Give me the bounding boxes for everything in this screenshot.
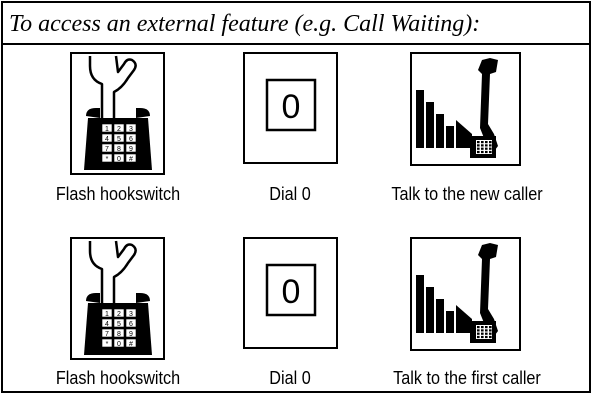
handset-talk-icon [416, 243, 498, 343]
keypad-key: 2 [113, 123, 125, 133]
svg-text:9: 9 [129, 331, 133, 338]
svg-text:9: 9 [129, 146, 133, 153]
svg-text:0: 0 [117, 341, 121, 348]
talk-tile-1 [410, 52, 521, 166]
flash-hookswitch-tile-2: 1 2 3 4 5 6 7 8 9 * 0 # [70, 237, 165, 360]
svg-text:#: # [129, 341, 133, 348]
svg-text:6: 6 [129, 321, 133, 328]
keypad-key: * [101, 338, 113, 348]
step-caption: Dial 0 [269, 184, 311, 204]
svg-text:1: 1 [105, 126, 109, 133]
keypad-key: 4 [101, 318, 113, 328]
svg-text:3: 3 [129, 126, 133, 133]
flash-hookswitch-tile-1: 1 2 3 4 5 6 7 8 9 * 0 # [70, 52, 165, 175]
dial-zero-key-icon: 0 [265, 263, 317, 317]
dial-zero-tile-1: 0 [243, 52, 338, 164]
keypad-key: 3 [125, 308, 137, 318]
keypad-key: 9 [125, 143, 137, 153]
svg-text:2: 2 [117, 126, 121, 133]
keypad-key: 9 [125, 328, 137, 338]
keypad-key: 5 [113, 318, 125, 328]
panel-title: To access an external feature (e.g. Call… [3, 3, 589, 45]
svg-text:8: 8 [117, 331, 121, 338]
svg-text:0: 0 [282, 273, 301, 311]
keypad-key: 3 [125, 123, 137, 133]
step-caption: Talk to the first caller [393, 368, 541, 388]
keypad-key: 1 [101, 308, 113, 318]
svg-text:5: 5 [117, 136, 121, 143]
keypad-key: 0 [113, 153, 125, 163]
keypad-key: 7 [101, 143, 113, 153]
step-caption: Flash hookswitch [55, 184, 181, 204]
talk-tile-2 [410, 237, 521, 351]
keypad-key: 8 [113, 328, 125, 338]
dial-zero-key-icon: 0 [265, 78, 317, 132]
svg-text:7: 7 [105, 146, 109, 153]
keypad-key: 6 [125, 133, 137, 143]
svg-text:4: 4 [105, 136, 109, 143]
svg-text:#: # [129, 156, 133, 163]
hand-on-phone-hookswitch-icon: 1 2 3 4 5 6 7 8 9 * 0 # [84, 240, 152, 355]
svg-text:0: 0 [282, 88, 301, 126]
svg-text:4: 4 [105, 321, 109, 328]
svg-text:5: 5 [117, 321, 121, 328]
keypad-key: 1 [101, 123, 113, 133]
handset-talk-icon [416, 58, 498, 158]
hand-on-phone-hookswitch-icon: 1 2 3 4 5 6 7 8 9 * 0 # [84, 55, 152, 170]
keypad-key: 4 [101, 133, 113, 143]
keypad-key: 8 [113, 143, 125, 153]
keypad-key: 6 [125, 318, 137, 328]
svg-text:1: 1 [105, 311, 109, 318]
step-caption: Talk to the new caller [391, 184, 543, 204]
keypad-key: 0 [113, 338, 125, 348]
keypad-key: 5 [113, 133, 125, 143]
keypad-key: * [101, 153, 113, 163]
keypad-key: # [125, 153, 137, 163]
svg-text:8: 8 [117, 146, 121, 153]
svg-text:2: 2 [117, 311, 121, 318]
keypad-key: 2 [113, 308, 125, 318]
svg-text:3: 3 [129, 311, 133, 318]
svg-text:6: 6 [129, 136, 133, 143]
keypad-key: 7 [101, 328, 113, 338]
step-caption: Flash hookswitch [55, 368, 181, 388]
svg-text:*: * [106, 156, 109, 163]
svg-text:*: * [106, 341, 109, 348]
step-caption: Dial 0 [269, 368, 311, 388]
dial-zero-tile-2: 0 [243, 237, 338, 349]
svg-text:7: 7 [105, 331, 109, 338]
svg-text:0: 0 [117, 156, 121, 163]
keypad-key: # [125, 338, 137, 348]
